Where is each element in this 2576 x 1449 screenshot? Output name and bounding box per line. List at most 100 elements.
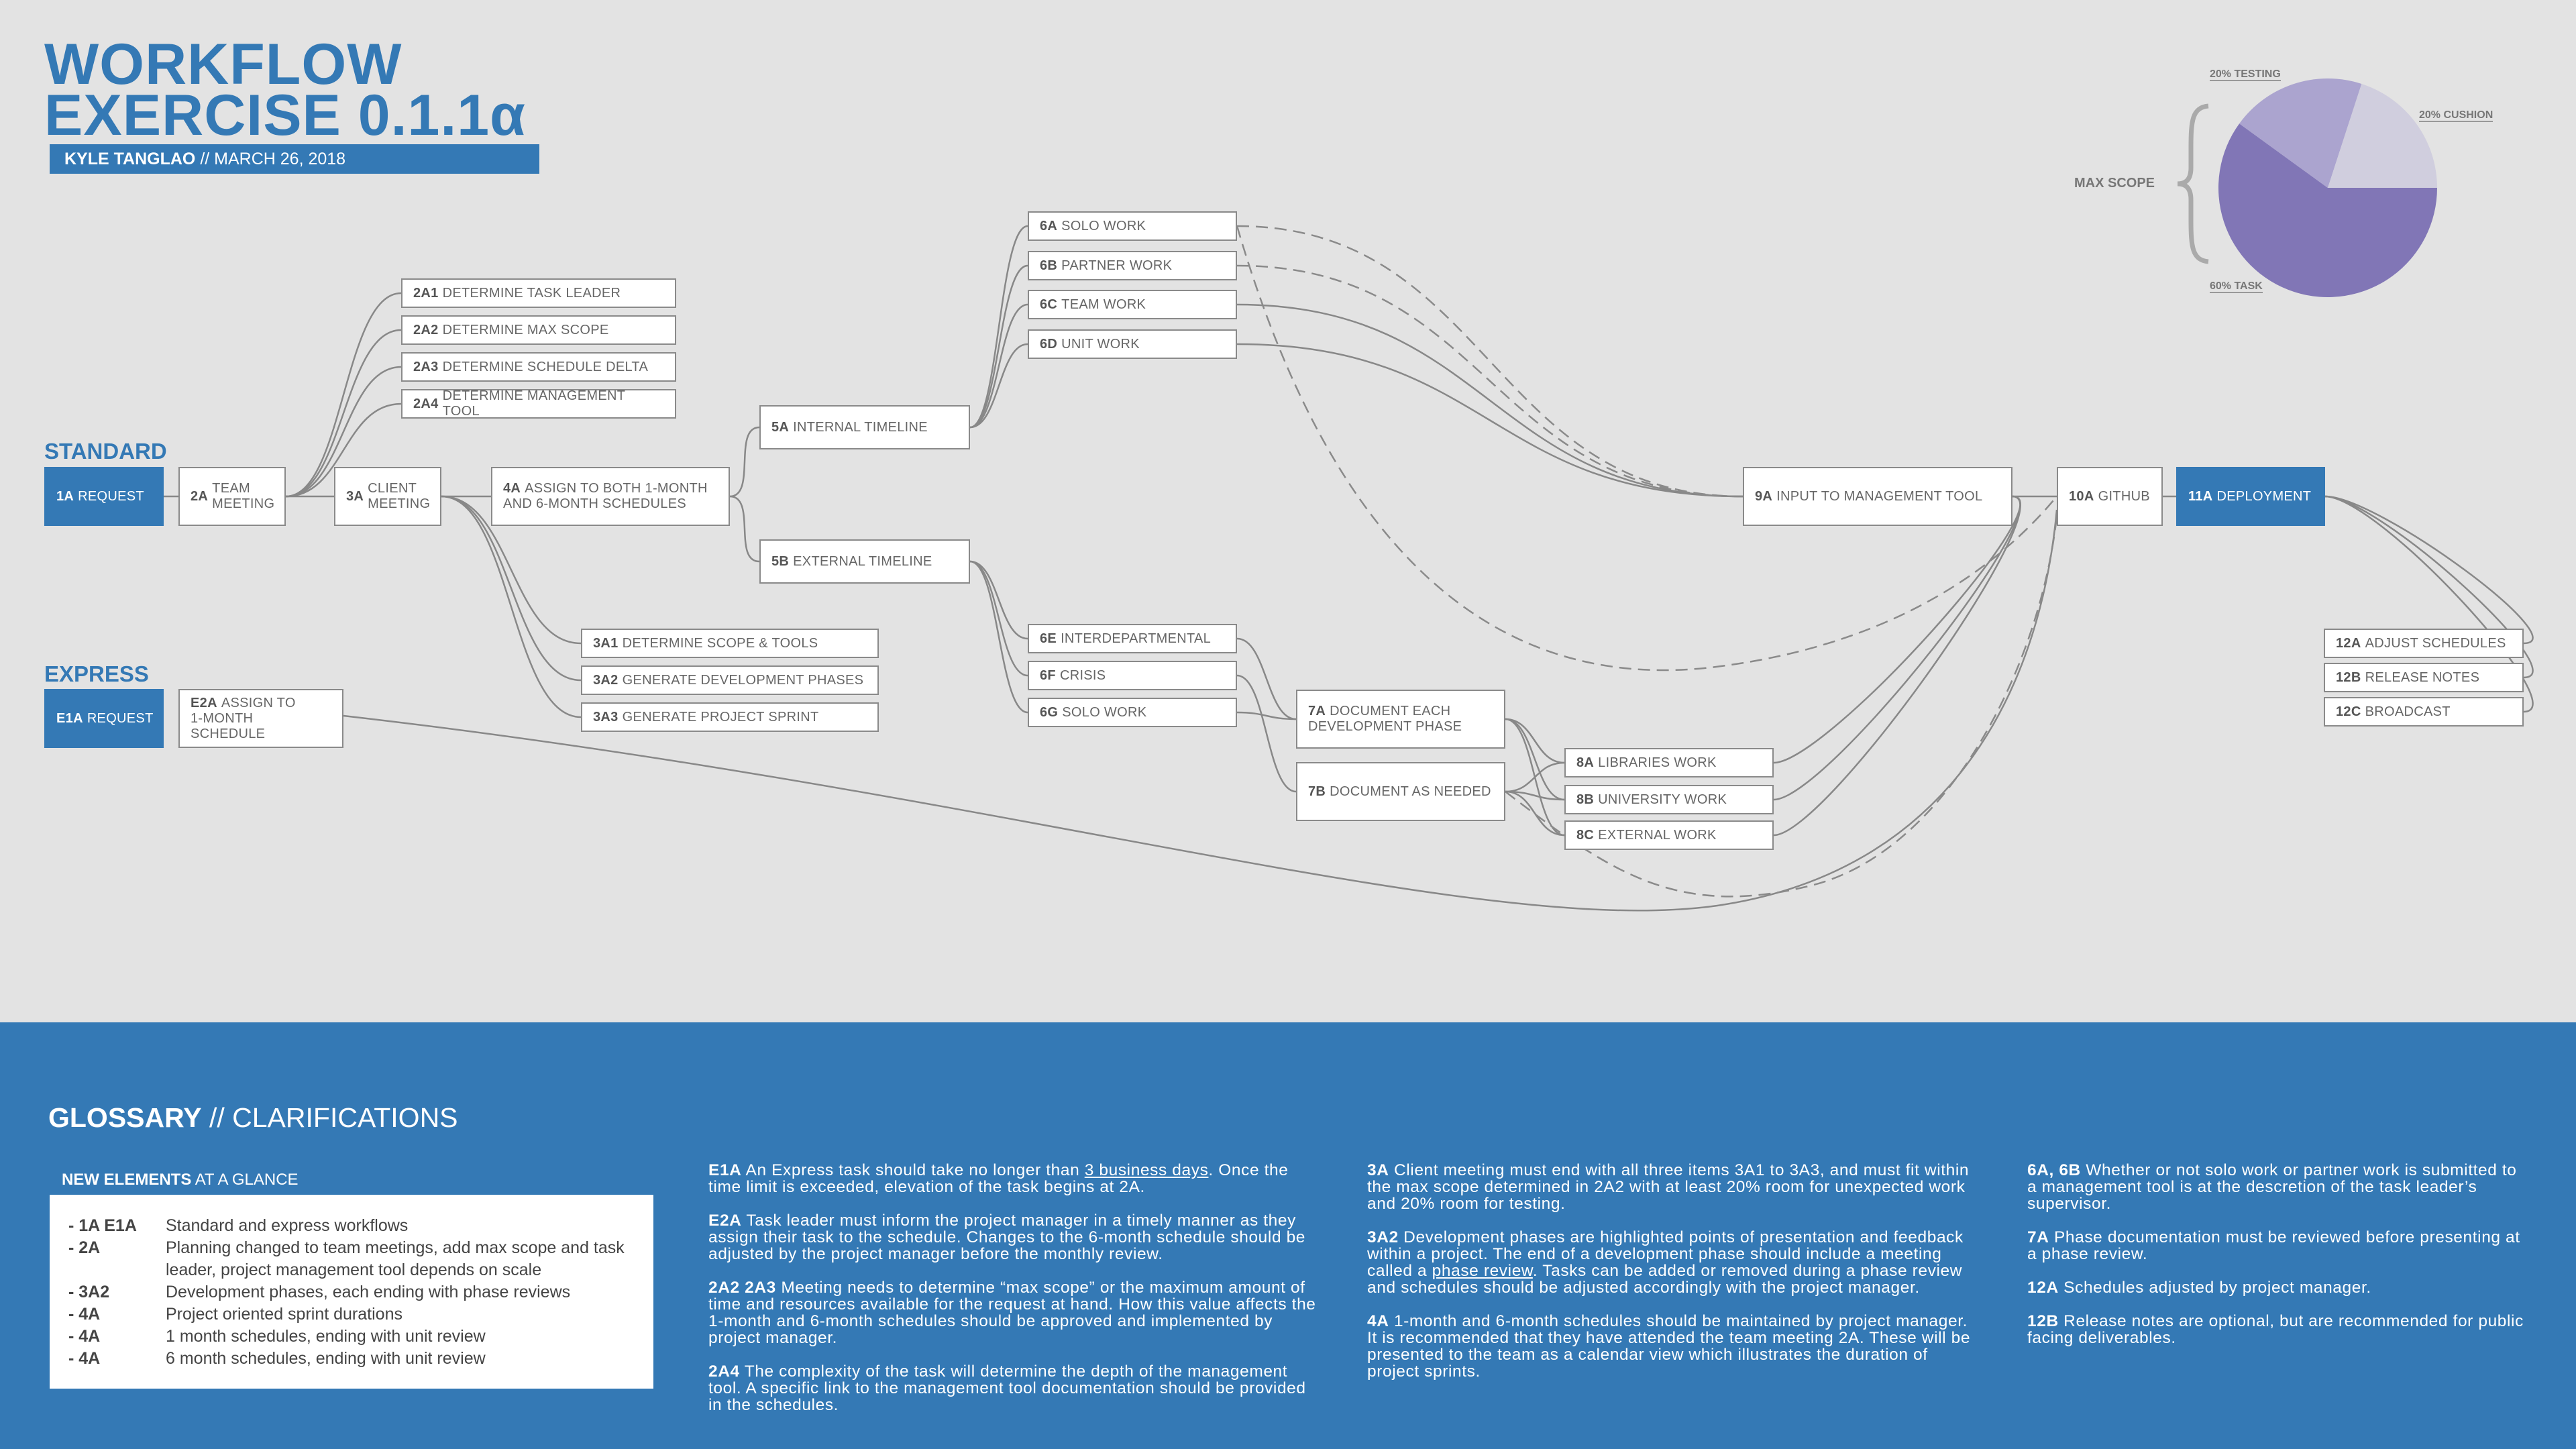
- node-label: EXTERNAL WORK: [1598, 827, 1717, 843]
- connector: [1505, 718, 1565, 837]
- max-scope-label: MAX SCOPE: [2074, 176, 2155, 191]
- node-label: TEAM WORK: [1061, 297, 1146, 312]
- node-code: E1A: [56, 710, 83, 726]
- node-code: 8B: [1576, 792, 1595, 807]
- node-code: 3A1: [593, 635, 619, 651]
- node-code: 6G: [1040, 704, 1059, 720]
- connector: [729, 495, 760, 563]
- connector: [969, 560, 1028, 677]
- glossary-entry: 12B Release notes are optional, but are …: [2027, 1312, 2524, 1347]
- node-label: DETERMINE SCOPE & TOOLS: [622, 635, 818, 651]
- node-code: 3A3: [593, 709, 619, 724]
- node-label: DETERMINE MANAGEMENT TOOL: [442, 388, 625, 419]
- optional-connector: [1505, 516, 2058, 898]
- node-code: 7A: [1308, 704, 1326, 718]
- node-code: 6E: [1040, 631, 1057, 646]
- node-label: DETERMINE TASK LEADER: [442, 285, 621, 301]
- glossary-term: 6A, 6B: [2027, 1161, 2081, 1179]
- connector: [1236, 637, 1297, 720]
- node-code: E2A: [191, 695, 217, 710]
- node-code: 2A3: [413, 359, 439, 374]
- node-code: 5B: [771, 553, 790, 569]
- glossary-link[interactable]: phase review: [1432, 1262, 1533, 1280]
- node-label: SOLO WORK: [1061, 218, 1146, 233]
- node-code: 3A2: [593, 672, 619, 688]
- pie-slice: [2218, 123, 2437, 298]
- glossary-link[interactable]: 3 business days: [1084, 1161, 1209, 1179]
- lane-label-standard: STANDARD: [44, 439, 167, 464]
- connector: [1505, 718, 1565, 801]
- node-label: UNIVERSITY WORK: [1598, 792, 1727, 807]
- pie-slice: [2328, 83, 2437, 189]
- title-line-1: WORKFLOW: [44, 32, 402, 97]
- pie-slice: [2239, 78, 2362, 188]
- glossary-title: GLOSSARY // CLARIFICATIONS: [48, 1102, 458, 1133]
- connector: [969, 560, 1028, 640]
- node-label: GENERATE PROJECT SPRINT: [622, 709, 819, 724]
- node-code: 2A4: [413, 396, 439, 411]
- connector: [2324, 495, 2534, 679]
- optional-connector: [1236, 225, 2057, 672]
- node-label: SOLO WORK: [1062, 704, 1147, 720]
- node-label: EXTERNAL TIMELINE: [793, 553, 932, 569]
- node-label: UNIT WORK: [1061, 336, 1140, 352]
- connector: [1773, 495, 2021, 764]
- connector: [285, 329, 402, 498]
- glossary-entry: E1A An Express task should take no longe…: [708, 1161, 1289, 1196]
- node-code: 6A: [1040, 218, 1058, 233]
- node-label: ADJUST SCHEDULES: [2365, 635, 2506, 651]
- connector-layer: [163, 225, 2534, 912]
- node-code: 5A: [771, 419, 790, 435]
- new-element-desc: Development phases, each ending with pha…: [166, 1283, 571, 1301]
- new-element-desc: Planning changed to team meetings, add m…: [166, 1238, 625, 1279]
- connector: [1236, 303, 1743, 498]
- node-code: 3A: [346, 488, 364, 504]
- node-code: 8A: [1576, 755, 1595, 770]
- glossary-term: 3A2: [1367, 1228, 1399, 1246]
- connector: [729, 426, 760, 498]
- node-code: 7B: [1308, 784, 1326, 799]
- new-elements-header: NEW ELEMENTS AT A GLANCE: [50, 1165, 653, 1195]
- glossary-entry: 2A2 2A3 Meeting needs to determine “max …: [708, 1279, 1316, 1347]
- connector: [1236, 711, 1297, 720]
- connector: [441, 495, 582, 718]
- node-code: 12A: [2336, 635, 2361, 651]
